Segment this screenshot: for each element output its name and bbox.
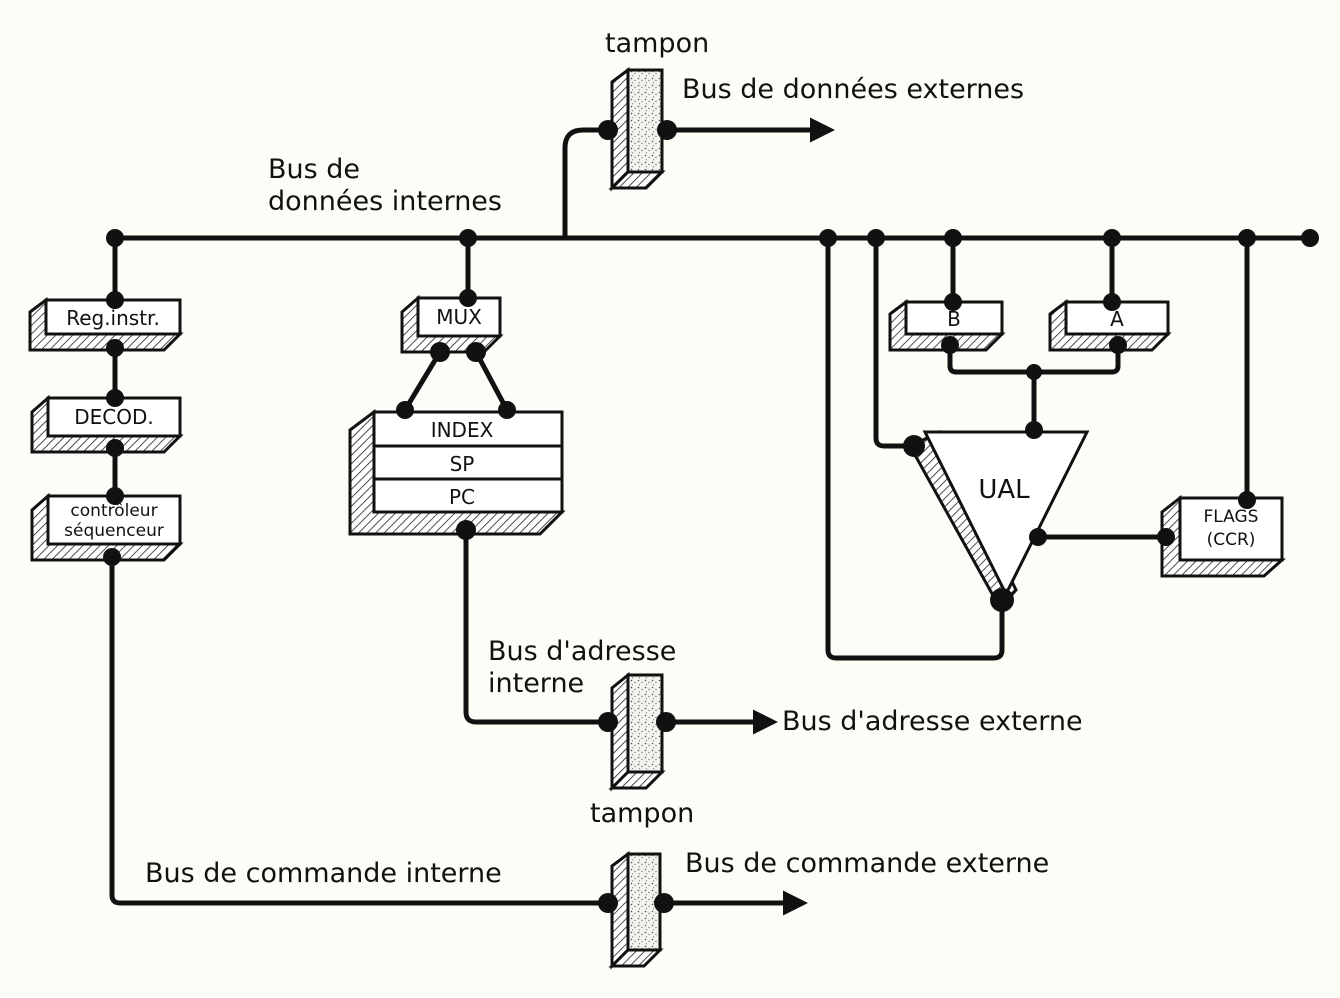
instr-register-block: Reg.instr. <box>28 297 184 352</box>
external-command-bus-label: Bus de commande externe <box>685 848 1049 879</box>
data-buffer <box>608 67 666 192</box>
flags-ccr-block: FLAGS (CCR) <box>1160 494 1286 578</box>
internal-data-bus <box>106 229 1319 247</box>
decoder-label: DECOD. <box>74 405 154 429</box>
register-b-label: B <box>947 307 961 331</box>
internal-address-bus-label-2: interne <box>488 668 584 699</box>
command-buffer <box>608 851 664 970</box>
instr-register-label: Reg.instr. <box>66 306 160 330</box>
index-label: INDEX <box>431 418 494 442</box>
address-buffer <box>608 671 666 792</box>
data-buffer-label: tampon <box>605 28 709 59</box>
internal-command-bus-label: Bus de commande interne <box>145 858 502 889</box>
controller-label-1: contrôleur <box>70 501 157 521</box>
pc-register <box>372 477 564 514</box>
external-data-bus-label: Bus de données externes <box>682 74 1024 105</box>
bus-to-alu-wire <box>873 235 913 449</box>
decoder-block: DECOD. <box>30 394 184 454</box>
mux-block: MUX <box>400 294 504 354</box>
flags-label-1: FLAGS <box>1204 507 1259 527</box>
internal-data-bus-label-2: données internes <box>268 186 502 217</box>
controller-label-2: séquenceur <box>64 521 164 541</box>
alu-block: UAL <box>907 430 1090 611</box>
pc-label: PC <box>449 485 475 509</box>
flags-label-2: (CCR) <box>1207 530 1256 550</box>
alu-label: UAL <box>978 475 1030 505</box>
internal-data-bus-label-1: Bus de <box>268 154 360 185</box>
address-buffer-label: tampon <box>590 798 694 829</box>
register-a-label: A <box>1110 307 1124 331</box>
controller-sequencer-block: contrôleur séquenceur <box>30 492 184 562</box>
external-address-bus-label: Bus d'adresse externe <box>782 706 1083 737</box>
data-bus-to-buffer-wire <box>562 127 611 241</box>
internal-address-bus-wire <box>463 527 609 725</box>
sp-label: SP <box>450 452 475 476</box>
internal-address-bus-label-1: Bus d'adresse <box>488 636 676 667</box>
internal-command-bus-wire <box>109 554 609 906</box>
mux-label: MUX <box>436 305 482 329</box>
alu-output-loop-wire <box>825 235 1005 661</box>
index-sp-pc-register-stack: INDEX SP PC <box>348 409 566 536</box>
